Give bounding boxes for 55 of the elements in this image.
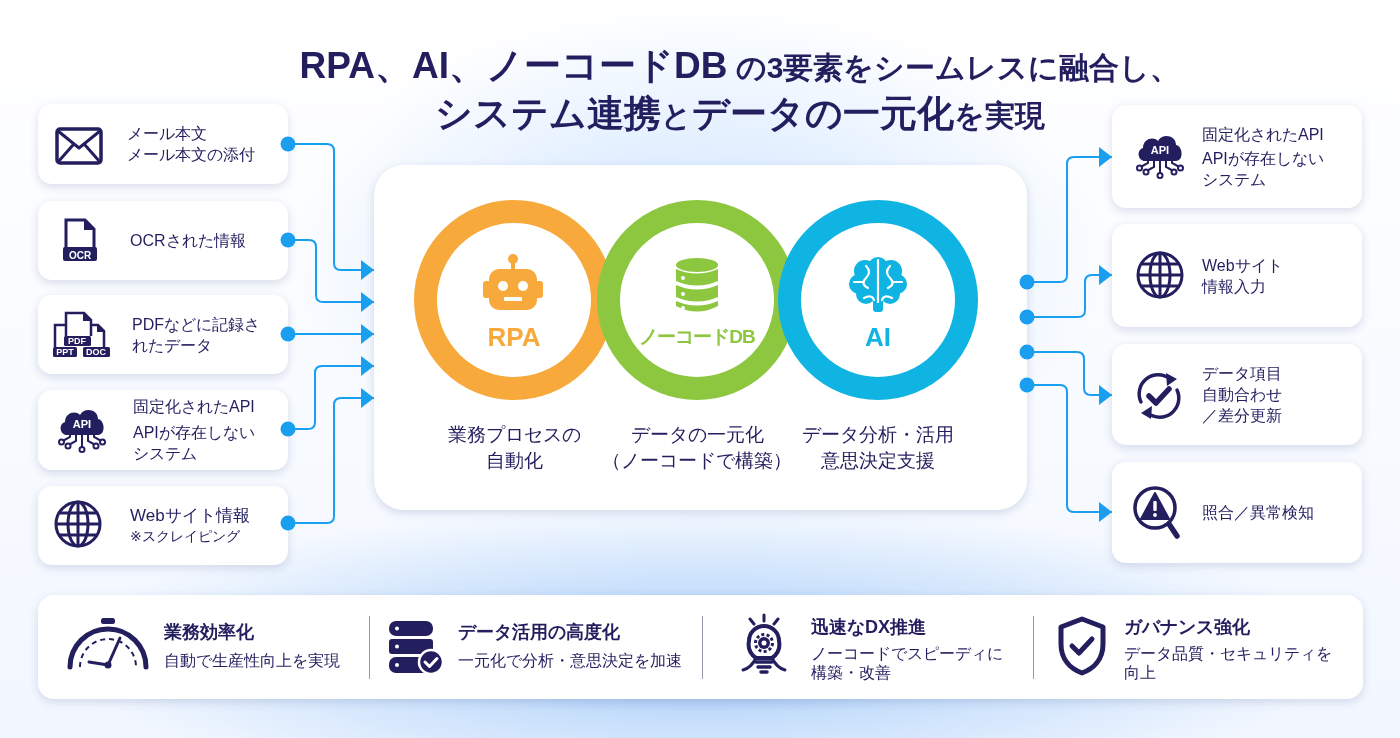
card-text: メール本文 bbox=[127, 124, 207, 144]
card bbox=[38, 390, 288, 470]
panel bbox=[374, 165, 1027, 510]
heading: 迅速なDX推進 bbox=[811, 616, 926, 638]
connector-arrow bbox=[1019, 265, 1113, 325]
card bbox=[38, 486, 288, 565]
heading: データ活用の高度化 bbox=[458, 621, 620, 643]
body-text: データ品質・セキュリティを向上 bbox=[1124, 644, 1333, 682]
description: データ分析・活用意思決定支援 bbox=[801, 423, 955, 473]
card-text: APIが存在しないシステム bbox=[1202, 148, 1325, 190]
ring-label: RPA bbox=[487, 322, 541, 352]
card-text: PDFなどに記録されたデータ bbox=[132, 314, 261, 356]
band bbox=[38, 595, 1363, 699]
card-text: データ項目自動合わせ／差分更新 bbox=[1202, 364, 1283, 426]
body-text: 一元化で分析・意思決定を加速 bbox=[458, 651, 682, 670]
card-text: メール本文の添付 bbox=[127, 145, 255, 165]
connector-arrow bbox=[280, 136, 375, 280]
card bbox=[1112, 224, 1362, 327]
ring-label: AI bbox=[865, 322, 891, 352]
icon-label: PPT bbox=[56, 347, 74, 357]
icon-label: DOC bbox=[86, 347, 106, 357]
card-text: Webサイト情報 bbox=[130, 504, 250, 526]
description: データの一元化（ノーコードで構築） bbox=[601, 423, 793, 473]
icon-label: PDF bbox=[68, 336, 86, 346]
ring bbox=[778, 200, 978, 400]
icon-label: OCR bbox=[68, 249, 92, 261]
card-text: ※スクレイピング bbox=[130, 526, 240, 546]
connector-arrow bbox=[1019, 377, 1113, 522]
description: 業務プロセスの自動化 bbox=[446, 423, 582, 473]
connector-arrow bbox=[280, 388, 375, 531]
card bbox=[1112, 462, 1362, 563]
card-text: Webサイト情報入力 bbox=[1202, 255, 1284, 297]
body-text: 自動で生産性向上を実現 bbox=[164, 651, 340, 670]
connector-arrow bbox=[280, 356, 375, 437]
card bbox=[38, 295, 288, 374]
ring-label: ノーコードDB bbox=[639, 325, 755, 349]
icon-label: API bbox=[1150, 144, 1170, 156]
card-text: 固定化されたAPI bbox=[133, 397, 255, 417]
card bbox=[38, 201, 288, 280]
card bbox=[1112, 105, 1362, 208]
connector-arrow bbox=[280, 232, 375, 312]
heading: ガバナンス強化 bbox=[1124, 616, 1250, 638]
connector-arrow bbox=[1019, 344, 1113, 405]
icon-label: API bbox=[72, 418, 92, 430]
card bbox=[1112, 344, 1362, 445]
connector-arrow bbox=[280, 324, 375, 344]
heading: 業務効率化 bbox=[164, 621, 254, 643]
card-text: 固定化されたAPI bbox=[1202, 124, 1324, 145]
card-text: 照合／異常検知 bbox=[1202, 503, 1314, 523]
card-text: APIが存在しないシステム bbox=[133, 423, 256, 464]
body-text: ノーコードでスピーディに構築・改善 bbox=[811, 644, 1004, 682]
title: RPA、AI、ノーコードDB の3要素をシームレスに融合し、システム連携とデータの一元化を実現 bbox=[298, 44, 1182, 136]
card bbox=[38, 104, 288, 184]
card-text: OCRされた情報 bbox=[130, 231, 246, 251]
connector-arrow bbox=[1019, 147, 1113, 290]
